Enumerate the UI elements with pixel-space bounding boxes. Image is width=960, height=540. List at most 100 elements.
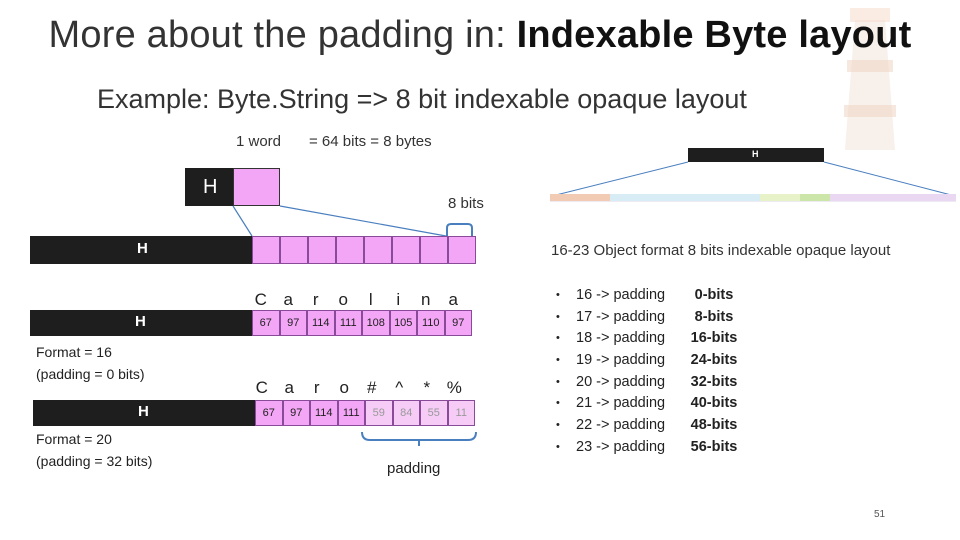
word-header-letter: H: [203, 176, 218, 198]
caro-byte-row: 67 97 114 111 59 84 55 11: [255, 400, 475, 426]
right-header-letter: H: [752, 149, 759, 159]
padding-cell: 59: [365, 400, 393, 426]
format20-line2: (padding = 32 bits): [36, 453, 153, 469]
page-number: 51: [874, 509, 886, 520]
char-label: r: [313, 378, 320, 397]
byte-value-cell: 111: [337, 400, 365, 426]
slide-title-bold: Indexable Byte layout: [516, 14, 912, 56]
lighthouse-watermark: [844, 8, 896, 150]
byte-cell: [252, 236, 280, 264]
format16-line2: (padding = 0 bits): [36, 366, 145, 382]
empty-byte-row: [252, 236, 476, 264]
char-label: l: [368, 290, 373, 309]
bullet-dot-icon: •: [556, 332, 560, 345]
byte-cell: [448, 236, 476, 264]
bullet-dot-icon: •: [556, 397, 560, 410]
bits-bytes-label: = 64 bits = 8 bytes: [309, 133, 432, 150]
padding-cell: 55: [420, 400, 448, 426]
byte-value-cell: 97: [282, 400, 310, 426]
bullet-item: • 17 -> padding 8-bits: [556, 306, 744, 328]
bullet-item: • 18 -> padding 16-bits: [556, 327, 744, 349]
slide-subtitle: Example: Byte.String => 8 bit indexable …: [97, 84, 747, 114]
bullet-text: 21 -> padding: [576, 395, 666, 412]
char-label: n: [421, 290, 431, 309]
byte-value-cell: 110: [417, 310, 445, 336]
byte-value-cell: 67: [252, 310, 280, 336]
bullet-text: 22 -> padding: [576, 416, 666, 433]
bullet-bits: 32-bits: [690, 373, 738, 390]
bullet-dot-icon: •: [556, 375, 560, 388]
char-label: i: [396, 290, 401, 309]
char-label: r: [312, 290, 319, 309]
format20-line1: Format = 20: [36, 431, 112, 447]
bit-strip: [550, 194, 956, 202]
char-label: o: [339, 378, 349, 397]
char-label: C: [254, 290, 267, 309]
byte-cell: [392, 236, 420, 264]
byte-value-cell: 108: [362, 310, 390, 336]
byte-cell: [308, 236, 336, 264]
bullet-bits: 0-bits: [694, 286, 734, 303]
bullet-bits: 40-bits: [690, 395, 738, 412]
wide-header-bar: H: [30, 236, 252, 264]
byte-cell: [336, 236, 364, 264]
char-label: %: [446, 378, 462, 397]
char-label: #: [367, 378, 377, 397]
padding-cell: 11: [447, 400, 475, 426]
eight-bits-label: 8 bits: [448, 195, 484, 212]
bullet-item: • 21 -> padding 40-bits: [556, 392, 744, 414]
bullet-bits: 16-bits: [690, 330, 738, 347]
one-word-label: 1 word: [236, 133, 282, 150]
byte-value-cell: 97: [444, 310, 472, 336]
bullet-text: 17 -> padding: [576, 308, 666, 325]
slide-title: More about the padding in: Indexable Byt…: [0, 14, 960, 57]
bullet-dot-icon: •: [556, 440, 560, 453]
char-label: a: [284, 378, 294, 397]
caro-chars: C a r o # ^ * %: [248, 378, 468, 398]
bullet-dot-icon: •: [556, 353, 560, 366]
padding-label: padding: [387, 460, 441, 477]
byte-cell: [420, 236, 448, 264]
carolina-byte-row: 67 97 114 111 108 105 110 97: [252, 310, 472, 336]
carolina-chars: C a r o l i n a: [247, 290, 467, 310]
right-header-bar: H: [688, 148, 824, 162]
char-label: a: [448, 290, 458, 309]
char-label: o: [338, 290, 348, 309]
word-header-box: H: [185, 168, 233, 206]
byte-value-cell: 114: [307, 310, 335, 336]
object-format-title: 16-23 Object format 8 bits indexable opa…: [551, 242, 891, 259]
byte-cell: [280, 236, 308, 264]
bullet-item: • 16 -> padding 0-bits: [556, 284, 744, 306]
bullet-text: 23 -> padding: [576, 438, 666, 455]
bullet-bits: 8-bits: [694, 308, 734, 325]
carolina-header-letter: H: [135, 313, 146, 330]
byte-value-cell: 105: [389, 310, 417, 336]
byte-value-cell: 111: [334, 310, 362, 336]
bullet-text: 19 -> padding: [576, 351, 666, 368]
bullet-text: 16 -> padding: [576, 286, 666, 303]
slide-title-prefix: More about the padding in:: [48, 14, 517, 56]
wide-header-letter: H: [137, 240, 148, 257]
byte-value-cell: 67: [255, 400, 283, 426]
char-label: *: [423, 378, 431, 397]
bullet-item: • 22 -> padding 48-bits: [556, 414, 744, 436]
byte-cell: [364, 236, 392, 264]
byte-value-cell: 97: [279, 310, 307, 336]
char-label: C: [255, 378, 268, 397]
caro-header-letter: H: [138, 403, 149, 420]
bullet-dot-icon: •: [556, 418, 560, 431]
padding-bullet-list: • 16 -> padding 0-bits • 17 -> padding 8-bit…: [556, 284, 744, 458]
bullet-dot-icon: •: [556, 288, 560, 301]
format16-line1: Format = 16: [36, 344, 112, 360]
bullet-dot-icon: •: [556, 310, 560, 323]
caro-header-bar: H: [33, 400, 255, 426]
bullet-bits: 48-bits: [690, 416, 738, 433]
byte-value-cell: 114: [310, 400, 338, 426]
char-label: ^: [395, 378, 404, 397]
padding-cell: 84: [392, 400, 420, 426]
bullet-text: 18 -> padding: [576, 330, 666, 347]
